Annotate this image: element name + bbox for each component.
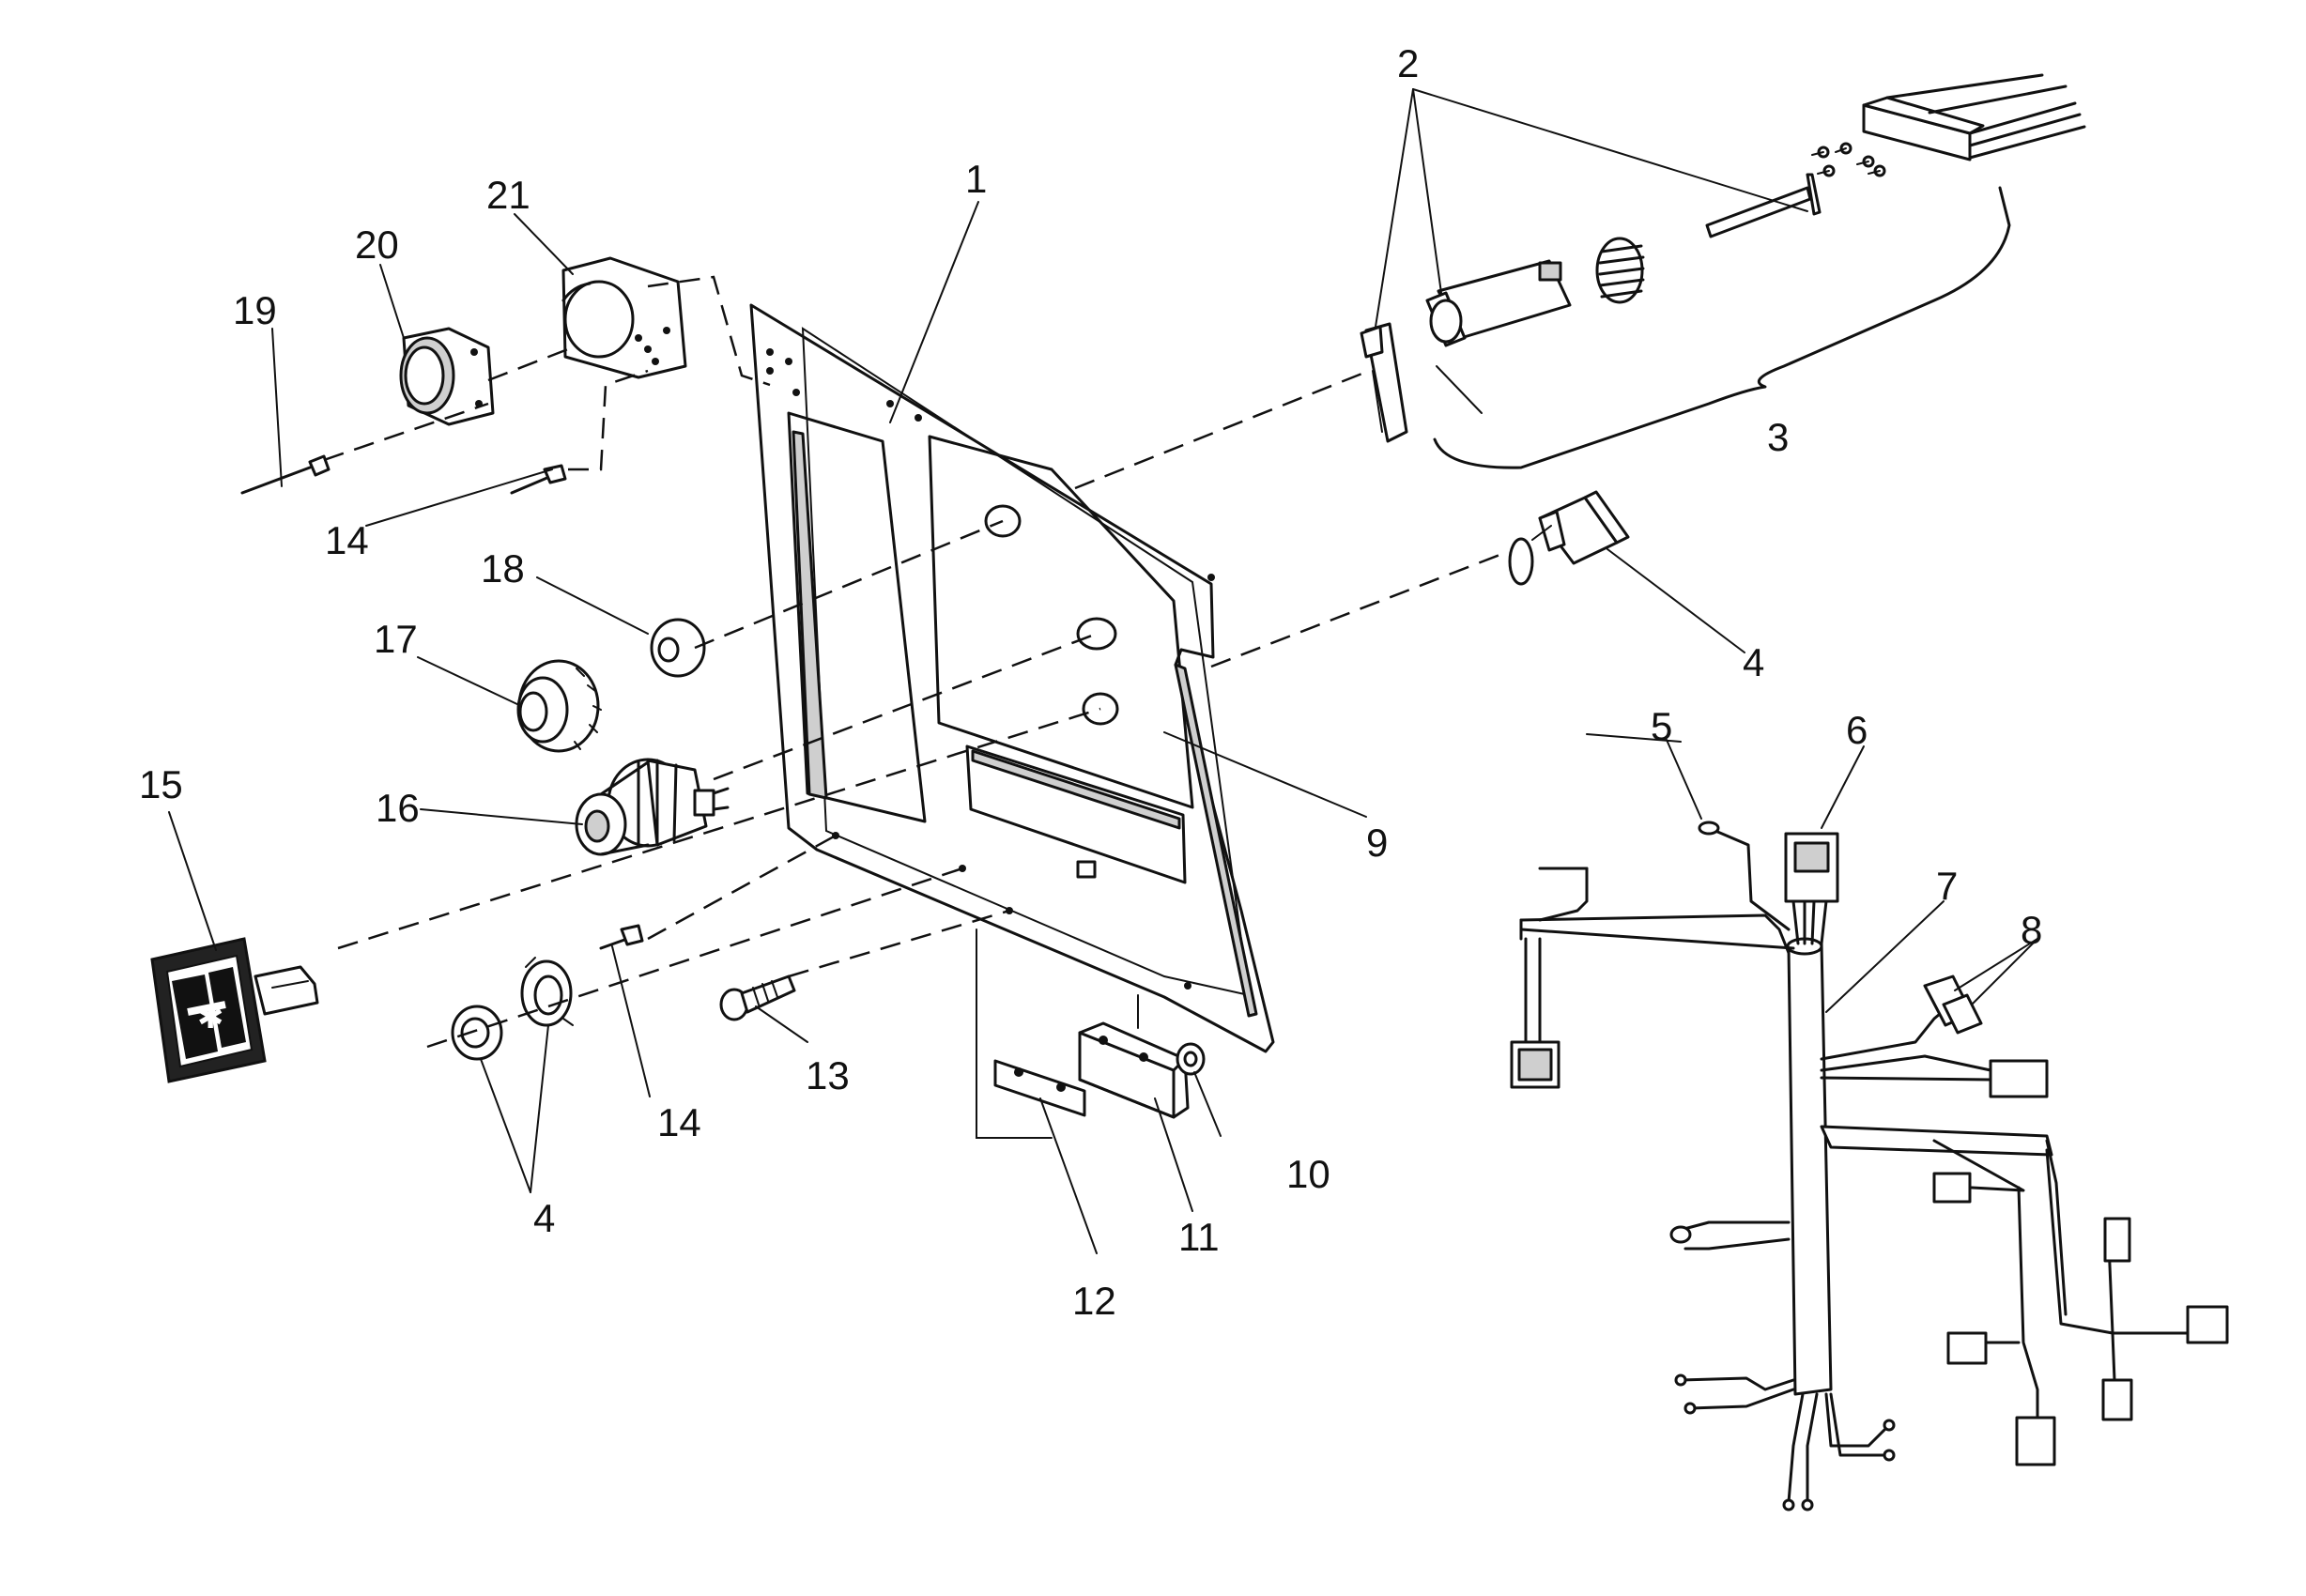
mount-hole bbox=[915, 414, 922, 422]
screw bbox=[240, 454, 331, 495]
callout-10: 10 bbox=[1286, 1152, 1330, 1196]
panel-hole bbox=[1076, 617, 1117, 651]
nut bbox=[1176, 1042, 1206, 1076]
callout-20: 20 bbox=[355, 223, 399, 267]
mount-hole bbox=[1184, 982, 1191, 990]
callout-9: 9 bbox=[1366, 821, 1388, 865]
callouts: 1 2 3 4 4 5 6 7 8 9 10 11 12 13 14 14 15… bbox=[139, 41, 2042, 1323]
callout-12: 12 bbox=[1072, 1279, 1116, 1323]
callout-14-upper: 14 bbox=[325, 518, 369, 562]
panel-slot bbox=[1076, 860, 1097, 879]
mount-hole bbox=[1207, 574, 1215, 581]
ignition-switch bbox=[575, 758, 730, 856]
callout-5: 5 bbox=[1651, 704, 1672, 748]
lock-washer bbox=[520, 957, 574, 1027]
lock-nut bbox=[516, 659, 602, 753]
nut bbox=[451, 1005, 503, 1061]
callout-11: 11 bbox=[1178, 1215, 1220, 1259]
callout-4-upper: 4 bbox=[1743, 640, 1764, 684]
mount-hole bbox=[766, 367, 774, 375]
callout-18: 18 bbox=[481, 546, 525, 591]
gauge-bezel bbox=[399, 327, 495, 426]
switch-assembly bbox=[1360, 73, 2086, 469]
leader-lines bbox=[168, 88, 2038, 1254]
svg-text:✱: ✱ bbox=[197, 999, 224, 1036]
callout-21: 21 bbox=[486, 173, 530, 217]
callout-13: 13 bbox=[806, 1053, 850, 1097]
callout-4-lower: 4 bbox=[533, 1196, 555, 1240]
spring bbox=[1595, 237, 1645, 304]
callout-3: 3 bbox=[1767, 415, 1789, 459]
wiring-harness bbox=[1510, 821, 2229, 1512]
mount-hole bbox=[766, 348, 774, 356]
toggle-switch bbox=[1508, 490, 1630, 586]
callout-2: 2 bbox=[1397, 41, 1419, 85]
callout-1: 1 bbox=[965, 157, 987, 201]
mount-hole bbox=[792, 389, 800, 396]
bolt bbox=[719, 974, 796, 1021]
callout-14-lower: 14 bbox=[657, 1100, 701, 1144]
instrument-panel bbox=[749, 303, 1275, 1053]
callout-19: 19 bbox=[233, 288, 277, 332]
mounting-bracket bbox=[1078, 994, 1190, 1119]
callout-17: 17 bbox=[374, 617, 418, 661]
screw bbox=[599, 924, 644, 950]
mount-hole bbox=[785, 358, 792, 365]
mount-hole bbox=[886, 400, 894, 407]
callout-8: 8 bbox=[2021, 908, 2042, 952]
ignition-key: ✱ bbox=[150, 937, 319, 1083]
washer bbox=[650, 618, 706, 678]
mount-hole bbox=[959, 865, 966, 872]
callout-16: 16 bbox=[376, 786, 420, 830]
callout-7: 7 bbox=[1936, 864, 1958, 908]
callout-15: 15 bbox=[139, 762, 183, 806]
callout-6: 6 bbox=[1846, 708, 1868, 752]
assembly-lines bbox=[323, 275, 1508, 1049]
screw bbox=[510, 464, 567, 495]
plate bbox=[993, 1059, 1086, 1117]
gauge-bracket bbox=[561, 256, 687, 379]
